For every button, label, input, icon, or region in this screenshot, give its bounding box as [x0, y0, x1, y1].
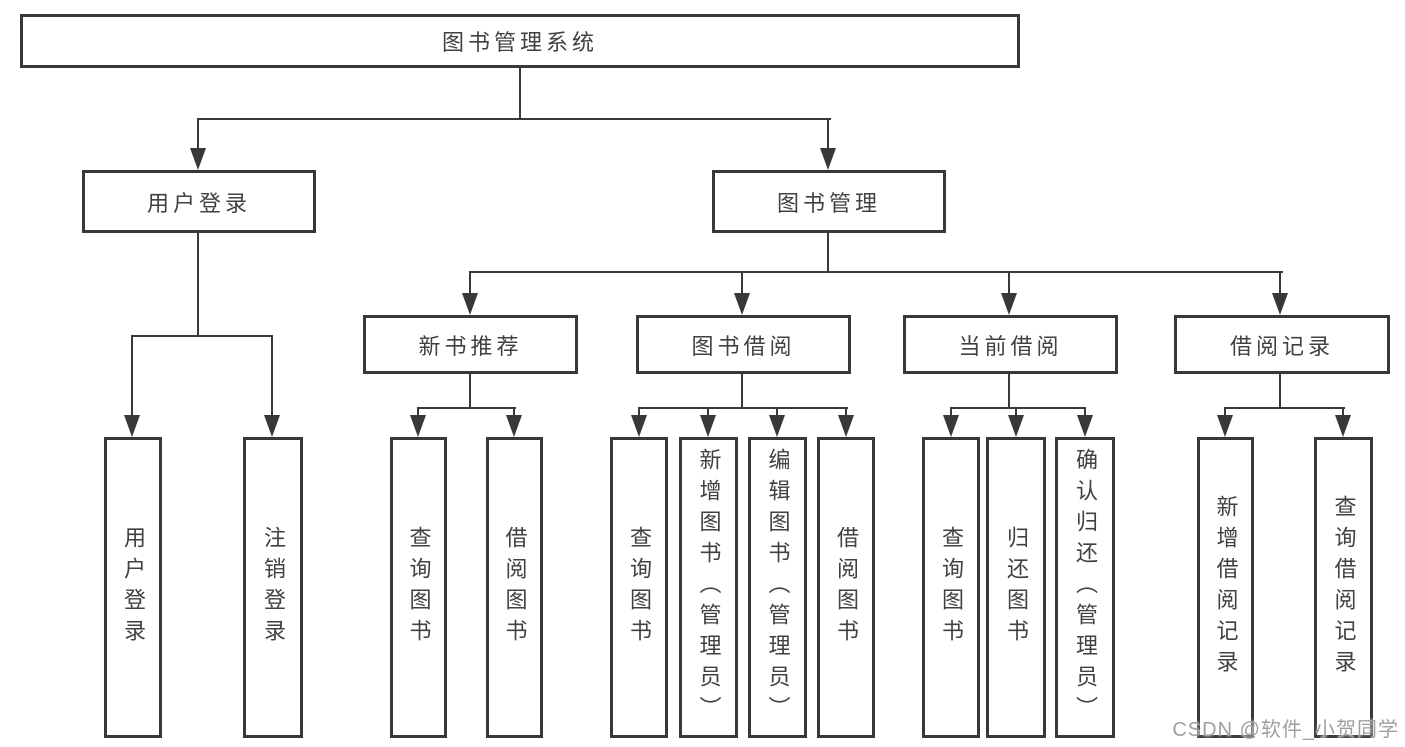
connector-line: [1008, 373, 1010, 409]
connector-line: [638, 407, 848, 409]
node-label: 借阅图书: [834, 525, 859, 650]
node-new-book-recommend: 新书推荐: [363, 315, 578, 374]
node-label: 用户登录: [121, 525, 146, 650]
connector-line: [1008, 271, 1010, 295]
arrow-down-icon: [734, 293, 750, 315]
arrow-down-icon: [462, 293, 478, 315]
node-label: 归还图书: [1004, 525, 1029, 650]
connector-line: [1015, 407, 1017, 419]
arrow-down-icon: [1001, 293, 1017, 315]
node-label: 新书推荐: [418, 333, 523, 359]
connector-line: [845, 407, 847, 419]
connector-line: [271, 335, 273, 417]
connector-line: [1279, 373, 1281, 409]
node-label: 查询图书: [627, 525, 652, 650]
leaf-current-confirm-return-admin: 确认归还（管理员）: [1055, 437, 1115, 738]
node-label: 确认归还（管理员）: [1073, 448, 1098, 727]
node-library-management-system: 图书管理系统: [20, 14, 1020, 68]
leaf-current-return-book: 归还图书: [986, 437, 1046, 738]
leaf-recommend-borrow-book: 借阅图书: [486, 437, 543, 738]
arrow-down-icon: [820, 148, 836, 170]
connector-line: [741, 271, 743, 295]
connector-line: [469, 271, 1283, 273]
leaf-logout: 注销登录: [243, 437, 303, 738]
leaf-records-query-record: 查询借阅记录: [1314, 437, 1373, 738]
node-label: 图书管理: [776, 190, 881, 216]
node-current-borrow: 当前借阅: [903, 315, 1118, 374]
connector-line: [638, 407, 640, 419]
connector-line: [950, 407, 952, 419]
node-label: 借阅记录: [1229, 333, 1334, 359]
connector-line: [776, 407, 778, 419]
connector-line: [513, 407, 515, 419]
node-label: 图书管理系统: [441, 30, 598, 55]
connector-line: [950, 407, 1086, 409]
node-label: 新增借阅记录: [1213, 494, 1239, 681]
connector-line: [827, 118, 829, 150]
connector-line: [827, 233, 829, 273]
node-book-management: 图书管理: [712, 170, 946, 233]
connector-line: [131, 335, 273, 337]
arrow-down-icon: [506, 415, 522, 437]
arrow-down-icon: [631, 415, 647, 437]
arrow-down-icon: [124, 415, 140, 437]
connector-line: [469, 373, 471, 409]
node-user-login: 用户登录: [82, 170, 316, 233]
arrow-down-icon: [1077, 415, 1093, 437]
connector-line: [1342, 407, 1344, 419]
node-label: 查询借阅记录: [1331, 494, 1357, 681]
csdn-watermark: CSDN @软件_小贺同学: [1172, 719, 1399, 741]
arrow-down-icon: [1272, 293, 1288, 315]
arrow-down-icon: [1217, 415, 1233, 437]
connector-line: [197, 233, 199, 336]
arrow-down-icon: [769, 415, 785, 437]
connector-line: [417, 407, 516, 409]
arrow-down-icon: [190, 148, 206, 170]
connector-line: [197, 118, 831, 120]
node-borrow-records: 借阅记录: [1174, 315, 1390, 374]
leaf-borrow-query-book: 查询图书: [610, 437, 668, 738]
arrow-down-icon: [1335, 415, 1351, 437]
connector-line: [1084, 407, 1086, 419]
node-label: 新增图书（管理员）: [696, 448, 722, 727]
arrow-down-icon: [838, 415, 854, 437]
leaf-borrow-add-book-admin: 新增图书（管理员）: [679, 437, 738, 738]
leaf-borrow-borrow-book: 借阅图书: [817, 437, 875, 738]
connector-line: [1224, 407, 1226, 419]
connector-line: [519, 67, 521, 119]
arrow-down-icon: [1008, 415, 1024, 437]
connector-line: [741, 373, 743, 409]
leaf-records-add-record: 新增借阅记录: [1197, 437, 1254, 738]
leaf-recommend-query-book: 查询图书: [390, 437, 447, 738]
connector-line: [1224, 407, 1345, 409]
leaf-current-query-book: 查询图书: [922, 437, 980, 738]
leaf-borrow-edit-book-admin: 编辑图书（管理员）: [748, 437, 807, 738]
connector-line: [197, 118, 199, 150]
connector-line: [1279, 271, 1281, 295]
node-label: 注销登录: [261, 525, 286, 650]
leaf-user-login: 用户登录: [104, 437, 162, 738]
node-book-borrow: 图书借阅: [636, 315, 851, 374]
arrow-down-icon: [410, 415, 426, 437]
node-label: 借阅图书: [502, 525, 528, 650]
arrow-down-icon: [943, 415, 959, 437]
arrow-down-icon: [700, 415, 716, 437]
node-label: 编辑图书（管理员）: [765, 448, 791, 727]
node-label: 查询图书: [939, 525, 964, 650]
connector-line: [707, 407, 709, 419]
node-label: 当前借阅: [958, 333, 1063, 359]
connector-line: [469, 271, 471, 295]
node-label: 用户登录: [146, 190, 251, 216]
node-label: 图书借阅: [691, 333, 796, 359]
connector-line: [131, 335, 133, 417]
node-label: 查询图书: [406, 525, 432, 650]
arrow-down-icon: [264, 415, 280, 437]
connector-line: [417, 407, 419, 419]
